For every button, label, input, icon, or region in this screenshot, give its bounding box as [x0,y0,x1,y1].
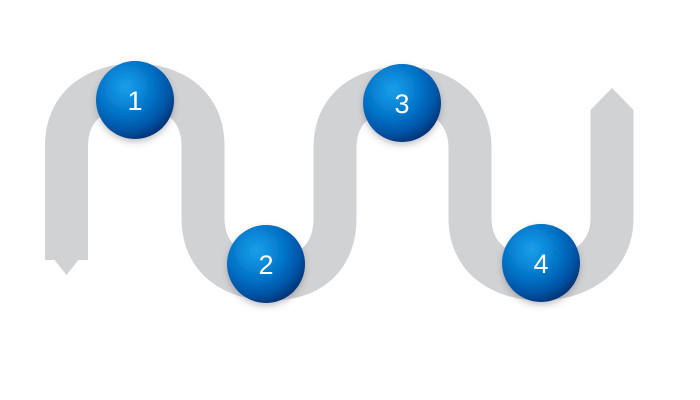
step-node-circle[interactable] [363,64,441,142]
step-node-circle[interactable] [502,224,580,302]
step-node-label: 1 [127,86,142,116]
step-node-label: 3 [394,89,409,119]
step-node-label: 4 [533,249,548,279]
step-node-circle[interactable] [96,61,174,139]
ribbon-start-chevron [45,248,88,275]
step-node-label: 2 [258,250,273,280]
step-node-1[interactable]: 1 [96,61,174,139]
ribbon-end-chevron [590,88,634,128]
step-node-4[interactable]: 4 [502,224,580,302]
step-node-3[interactable]: 3 [363,64,441,142]
step-node-circle[interactable] [227,225,305,303]
step-node-2[interactable]: 2 [227,225,305,303]
